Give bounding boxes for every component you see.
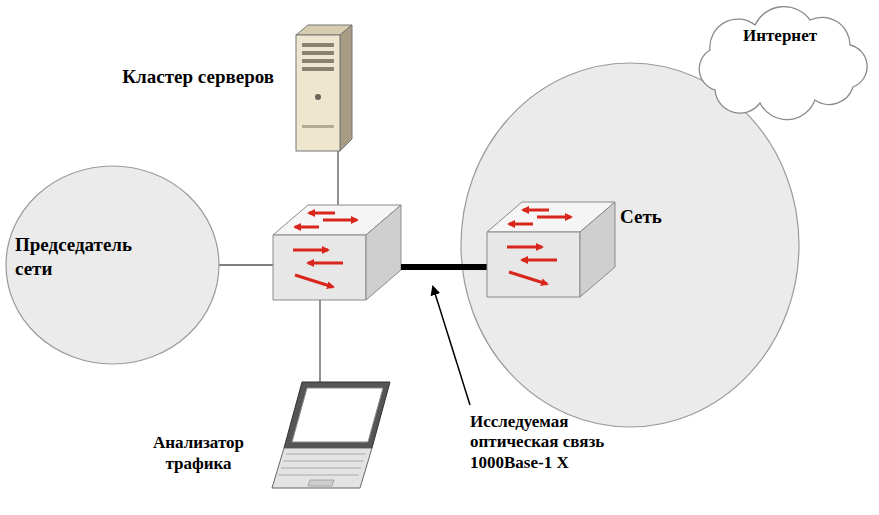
switch-icon xyxy=(273,205,401,300)
laptop-shape xyxy=(272,380,402,492)
server-node: Кластер серверов xyxy=(296,25,352,151)
node-label: Анализатор трафика xyxy=(131,432,266,475)
analyzer-wire xyxy=(319,300,320,386)
ellipse-shape xyxy=(460,62,800,428)
server-shape xyxy=(296,25,352,151)
region-ellipse xyxy=(6,166,219,364)
node-label: Сеть xyxy=(620,205,662,229)
laptop-node: Анализатор трафика xyxy=(272,380,402,492)
callout-label: Исследуемая оптическая связь 1000Base-1 … xyxy=(470,412,655,473)
cloud-shape xyxy=(685,5,875,110)
switch-icon xyxy=(487,202,615,297)
cloud-outline xyxy=(699,7,867,120)
callout-arrow xyxy=(433,287,470,405)
server-wire xyxy=(337,150,338,206)
node-label: Интернет xyxy=(685,25,875,46)
region-ellipse-node: Сеть xyxy=(460,62,800,428)
chair-wire xyxy=(218,264,273,265)
node-label: Председатель сети xyxy=(15,233,165,281)
optical-link xyxy=(401,264,488,270)
region-ellipse-node: Председатель сети xyxy=(5,165,220,365)
region-ellipse xyxy=(461,63,799,427)
cloud-node: Интернет xyxy=(685,5,875,110)
node-label: Кластер серверов xyxy=(122,65,274,89)
